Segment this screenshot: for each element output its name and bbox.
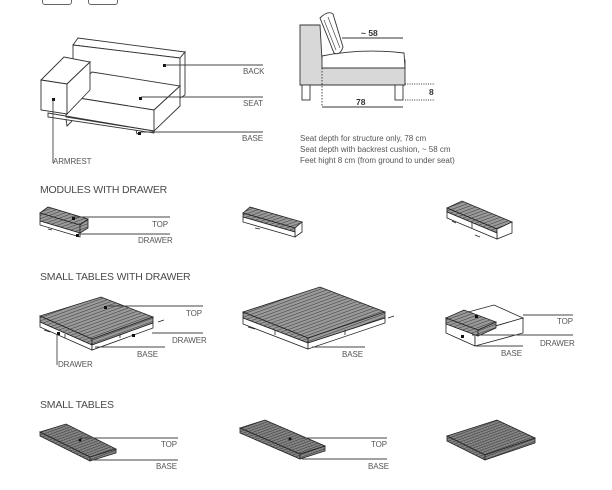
module-drawer-1 xyxy=(39,206,89,238)
small-table-2 xyxy=(238,419,327,460)
dim-backrest-depth: ~ 58 xyxy=(361,28,378,38)
top-tab-right xyxy=(88,0,118,5)
label-table-drawer-base-mid: BASE xyxy=(342,350,363,359)
section-title-small-tables: SMALL TABLES xyxy=(40,399,114,411)
sofa-drawing xyxy=(40,37,186,135)
section-title-modules-with-drawer: MODULES WITH DRAWER xyxy=(40,184,168,196)
section-title-small-tables-with-drawer: SMALL TABLES WITH DRAWER xyxy=(40,271,191,283)
small-table-drawer-2 xyxy=(241,286,395,350)
small-table-3 xyxy=(445,419,537,461)
label-base: BASE xyxy=(242,134,263,143)
module-drawer-2 xyxy=(242,206,303,238)
label-small-table-base-mid: BASE xyxy=(368,462,389,471)
label-back: BACK xyxy=(243,67,265,76)
dim-feet-height: 8 xyxy=(429,87,434,97)
label-table-drawer-base: BASE xyxy=(137,350,158,359)
label-table-drawer-base-right: BASE xyxy=(501,349,522,358)
small-table-drawer-1 xyxy=(38,296,165,351)
dim-seat-depth: 78 xyxy=(356,97,366,107)
label-table-drawer-top-right: TOP xyxy=(557,317,574,326)
note-feet-height: Feet hight 8 cm (from ground to under se… xyxy=(300,156,455,165)
small-table-drawer-3 xyxy=(444,304,525,347)
note-seat-structure: Seat depth for structure only, 78 cm xyxy=(300,134,427,143)
small-table-1 xyxy=(38,423,118,462)
note-seat-cushion: Seat depth with backrest cushion, ~ 58 c… xyxy=(300,145,451,154)
label-armrest: ARMREST xyxy=(53,157,92,166)
sofa-profile xyxy=(299,12,435,108)
label-module-top: TOP xyxy=(152,220,169,229)
label-table-drawer-drawer-left: DRAWER xyxy=(58,360,93,369)
label-table-drawer-top: TOP xyxy=(186,309,203,318)
top-tab-left xyxy=(42,0,72,5)
label-small-table-top: TOP xyxy=(161,440,178,449)
label-module-drawer: DRAWER xyxy=(138,236,173,245)
sofa-leaders xyxy=(52,64,263,163)
label-small-table-base: BASE xyxy=(156,462,177,471)
label-seat: SEAT xyxy=(243,99,263,108)
label-table-drawer-drawer: DRAWER xyxy=(172,336,207,345)
label-table-drawer-drawer-right: DRAWER xyxy=(540,339,575,348)
label-small-table-top-mid: TOP xyxy=(371,440,388,449)
module-drawer-3 xyxy=(446,200,513,240)
